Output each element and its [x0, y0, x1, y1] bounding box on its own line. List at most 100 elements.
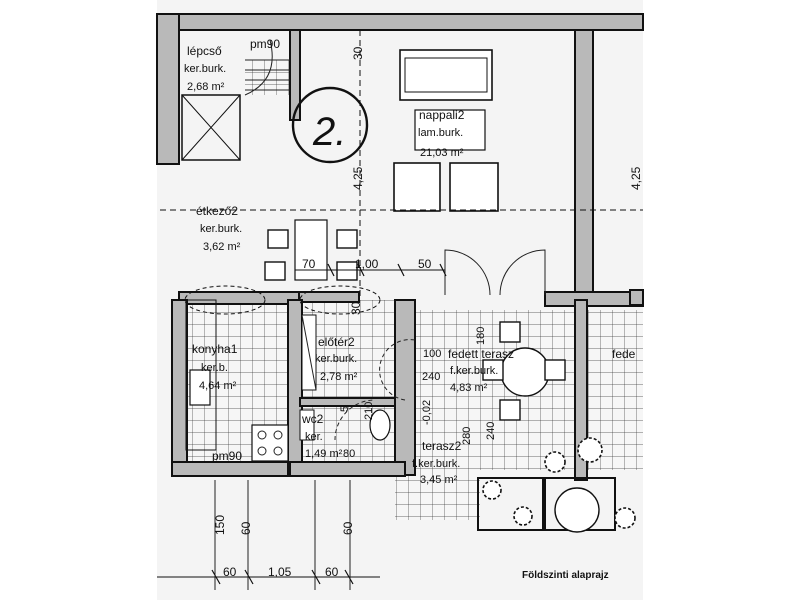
burner	[257, 430, 267, 440]
dimension: 180	[475, 327, 487, 345]
dim-ticks-mid	[327, 263, 447, 277]
dimension: 5	[339, 406, 351, 412]
room-name: fedett terasz	[448, 347, 514, 361]
dim-verticals	[214, 480, 351, 590]
stair-cross	[181, 94, 241, 161]
stair-tiles	[245, 60, 290, 95]
room-area: 1,49 m²	[305, 448, 343, 460]
kitchen-counter	[185, 299, 217, 451]
wall-kitchen-left	[171, 299, 188, 471]
planter	[477, 477, 544, 531]
dimension: 60	[325, 565, 339, 579]
unit-number-circle	[291, 86, 369, 164]
room-finish: f.ker.burk.	[450, 365, 498, 377]
wall-horizontal-mid2	[298, 291, 360, 303]
dimension: 240	[485, 422, 497, 440]
dimension: 1,05	[268, 565, 292, 579]
wall-top	[156, 13, 644, 31]
pm90-label: pm90	[212, 449, 242, 463]
burner	[273, 430, 283, 440]
door-arc-left	[444, 249, 491, 296]
armchair-left	[393, 162, 441, 212]
burner	[257, 446, 267, 456]
wall-hall-left	[287, 299, 303, 477]
room-finish: ker.burk.	[315, 353, 357, 365]
room-finish: ker.burk.	[200, 223, 242, 235]
kitchen-sink	[189, 369, 211, 406]
room-finish: ker.burk.	[184, 63, 226, 75]
wc-basin	[299, 409, 315, 441]
shrub	[513, 506, 533, 526]
room-finish: ker.	[305, 431, 323, 443]
covered-terrace-tiles	[415, 310, 575, 470]
dimension: 4,25	[351, 166, 365, 190]
room-area: 3,45 m²	[420, 474, 458, 486]
shrub	[482, 480, 502, 500]
room-finish: ker.b.	[201, 362, 228, 374]
dim-ticks-bottom	[211, 569, 354, 585]
dimension: 4,25	[629, 166, 643, 190]
dimension: 60	[341, 521, 355, 535]
room-name: előtér2	[318, 335, 355, 349]
room-name: étkező2	[196, 204, 238, 218]
chair-3	[336, 229, 358, 249]
chair-1	[267, 229, 289, 249]
wall-mid-vertical	[289, 29, 301, 121]
dimension: 60	[239, 521, 253, 535]
wall-wc-top	[299, 397, 396, 407]
room-finish: lam.burk.	[418, 127, 463, 139]
plan-caption: Földszinti alaprajz	[522, 570, 609, 581]
dimension: 280	[461, 427, 473, 445]
unit-number: 2.	[312, 110, 346, 154]
dimension: 100	[423, 348, 441, 360]
tree	[554, 487, 600, 533]
terrace-chair-1	[499, 321, 521, 343]
door-swing-kitchen	[184, 285, 266, 315]
pm90-label: pm90	[250, 37, 280, 51]
shrub	[614, 507, 636, 529]
wardrobe-diagonal	[301, 314, 317, 391]
room-area: 4,83 m²	[450, 382, 488, 394]
wall-hall-right	[394, 299, 416, 476]
sofa-seat	[404, 57, 488, 93]
stair-curve	[244, 39, 273, 96]
door-arc-right	[499, 249, 546, 296]
wall-partition-right	[574, 29, 594, 301]
dimension: 210	[363, 402, 375, 420]
wc-extra-label: 80	[343, 448, 355, 460]
cooktop	[251, 424, 289, 462]
wall-right-edge	[629, 289, 644, 306]
coffee-table	[414, 109, 486, 151]
dimension: 240	[422, 371, 440, 383]
stair-box	[181, 94, 241, 161]
dimension: 150	[213, 515, 227, 535]
wall-bottom-left	[171, 461, 293, 477]
dimension: 60	[223, 565, 237, 579]
terrace-chair-2	[544, 359, 566, 381]
wall-horizontal-right	[544, 291, 644, 307]
room-area: 4,64 m²	[199, 380, 237, 392]
room-area: 2,78 m²	[320, 371, 358, 383]
chair-2	[264, 261, 286, 281]
wall-horizontal-mid	[178, 291, 300, 305]
wall-left-top	[156, 13, 180, 165]
burner	[273, 446, 283, 456]
dining-table	[294, 219, 328, 281]
room-area: 21,03 m²	[420, 147, 464, 159]
room-finish: f.ker.burk.	[412, 458, 460, 470]
room-area: 2,68 m²	[187, 81, 225, 93]
shrub	[577, 437, 603, 463]
door-swing-hall	[299, 285, 381, 315]
room-name: terasz2	[422, 439, 462, 453]
terrace-chair-3	[499, 399, 521, 421]
armchair-right	[449, 162, 499, 212]
wc-door-arc	[334, 399, 376, 441]
room-name: konyha1	[192, 342, 238, 356]
hall-tiles	[300, 300, 400, 400]
room-area: 3,62 m²	[203, 241, 241, 253]
dimension: 30	[351, 46, 365, 60]
room-name: fede	[612, 347, 636, 361]
wall-terrace-right	[574, 299, 588, 481]
room-name: nappali2	[419, 108, 465, 122]
